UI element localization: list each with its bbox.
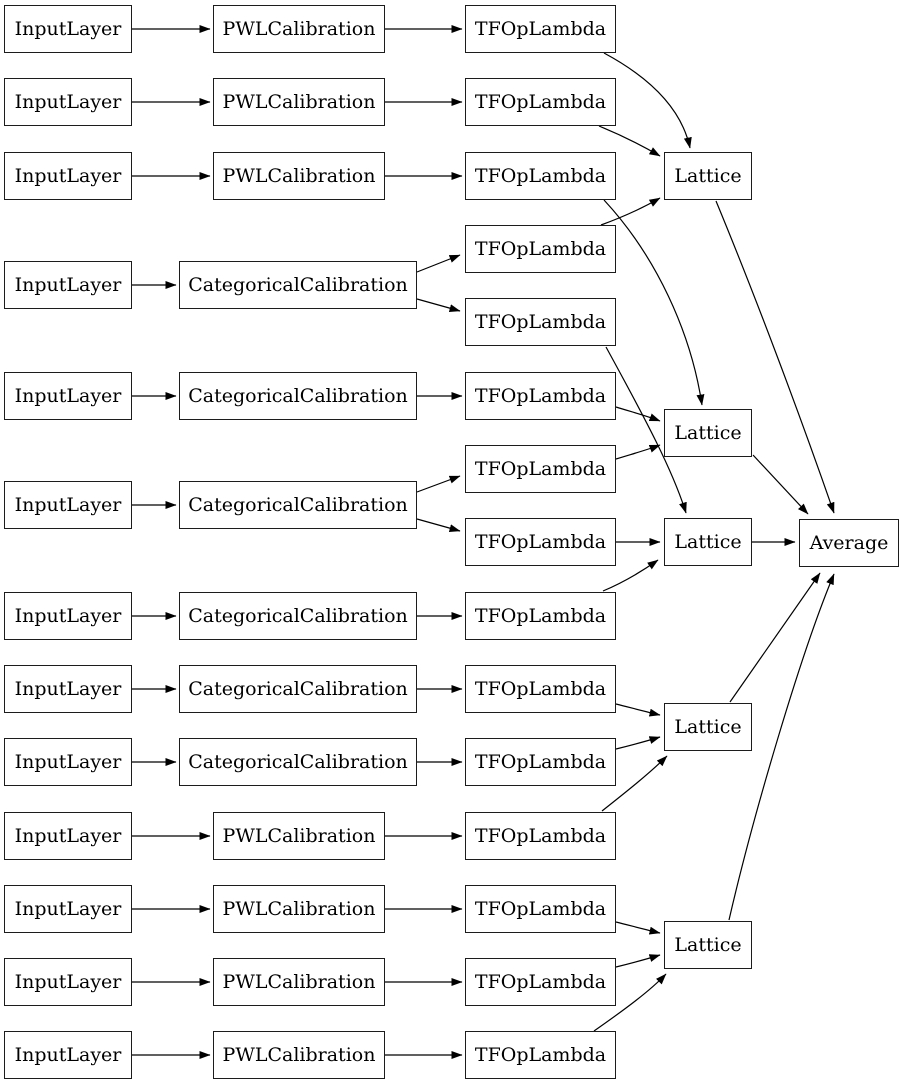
node-inputlayer-9: InputLayer [4,738,132,786]
node-categoricalcalibration-1: CategoricalCalibration [179,261,417,309]
node-lattice-1: Lattice [664,152,752,200]
node-lattice-5: Lattice [664,921,752,969]
node-lattice-3: Lattice [664,518,752,566]
node-inputlayer-12: InputLayer [4,958,132,1006]
node-pwlcalibration-5: PWLCalibration [213,885,385,933]
node-tfoplambda-8: TFOpLambda [465,518,616,566]
node-pwlcalibration-1: PWLCalibration [213,5,385,53]
node-categoricalcalibration-4: CategoricalCalibration [179,592,417,640]
node-lattice-2: Lattice [664,409,752,457]
node-inputlayer-6: InputLayer [4,481,132,529]
node-tfoplambda-2: TFOpLambda [465,78,616,126]
node-categoricalcalibration-5: CategoricalCalibration [179,665,417,713]
node-tfoplambda-15: TFOpLambda [465,1031,616,1079]
edge-t11-lat5 [615,921,661,935]
node-inputlayer-5: InputLayer [4,372,132,420]
node-inputlayer-8: InputLayer [4,665,132,713]
node-pwlcalibration-3: PWLCalibration [213,152,385,200]
node-categoricalcalibration-6: CategoricalCalibration [179,738,417,786]
node-inputlayer-11: InputLayer [4,885,132,933]
node-categoricalcalibration-3: CategoricalCalibration [179,481,417,529]
edge-cat3-t6b [416,518,461,533]
node-tfoplambda-4: TFOpLambda [465,225,616,273]
edge-t4a-lat1 [600,197,661,226]
node-tfoplambda-3: TFOpLambda [465,152,616,200]
node-tfoplambda-9: TFOpLambda [465,592,616,640]
node-pwlcalibration-7: PWLCalibration [213,1031,385,1079]
edge-lat4-avg [729,572,821,703]
node-average: Average [799,519,899,567]
node-inputlayer-4: InputLayer [4,261,132,309]
node-tfoplambda-7: TFOpLambda [465,445,616,493]
node-pwlcalibration-6: PWLCalibration [213,958,385,1006]
node-inputlayer-7: InputLayer [4,592,132,640]
edge-t6a-lat2 [615,444,661,460]
node-pwlcalibration-4: PWLCalibration [213,812,385,860]
node-tfoplambda-1: TFOpLambda [465,5,616,53]
edge-lat1-avg [715,200,835,514]
edge-t4b-lat3 [605,346,687,514]
node-tfoplambda-14: TFOpLambda [465,958,616,1006]
node-tfoplambda-10: TFOpLambda [465,665,616,713]
edge-t12-lat5 [615,954,661,968]
node-inputlayer-10: InputLayer [4,812,132,860]
node-lattice-4: Lattice [664,703,752,751]
edge-t8-lat4 [615,703,661,717]
edge-t3-lat2 [603,199,705,406]
node-tfoplambda-12: TFOpLambda [465,812,616,860]
node-inputlayer-2: InputLayer [4,78,132,126]
node-pwlcalibration-2: PWLCalibration [213,78,385,126]
edge-t1-lat1 [603,52,692,149]
node-tfoplambda-11: TFOpLambda [465,738,616,786]
edge-t13-lat5 [593,973,667,1032]
node-categoricalcalibration-2: CategoricalCalibration [179,372,417,420]
edge-t9-lat4 [615,736,661,750]
edge-cat1-t4b [416,298,461,313]
edge-t5-lat2 [615,406,661,422]
node-inputlayer-13: InputLayer [4,1031,132,1079]
edge-lat2-avg [752,454,809,515]
node-tfoplambda-13: TFOpLambda [465,885,616,933]
edge-cat1-t4a [416,254,461,273]
edge-t2-lat1 [598,125,661,157]
edge-t7-lat3 [602,559,659,592]
edge-t10-lat4 [601,755,668,812]
node-inputlayer-1: InputLayer [4,5,132,53]
edge-lat5-avg [728,573,835,921]
edge-cat3-t6a [416,475,461,493]
node-inputlayer-3: InputLayer [4,152,132,200]
node-tfoplambda-5: TFOpLambda [465,298,616,346]
node-tfoplambda-6: TFOpLambda [465,372,616,420]
